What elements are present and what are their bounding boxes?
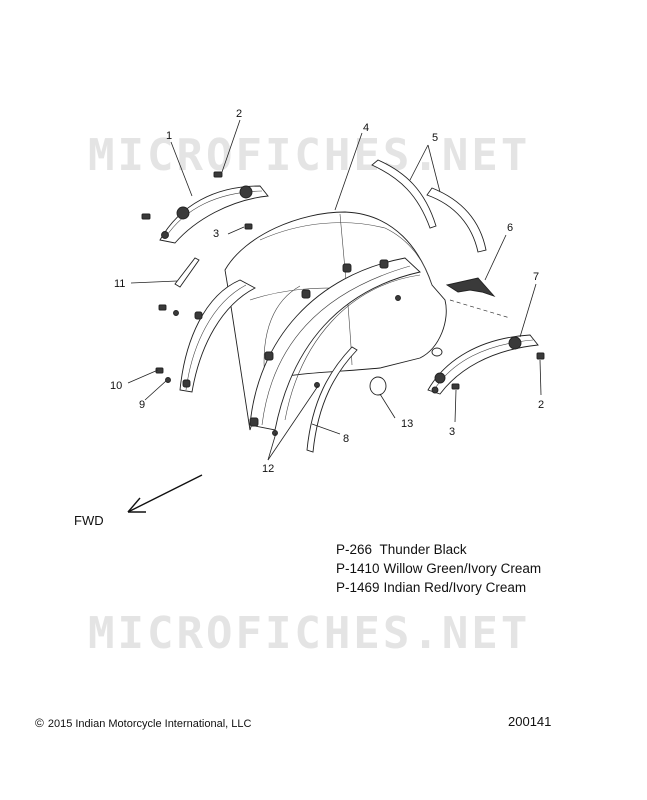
- callout-5: 5: [432, 132, 438, 144]
- diagram-number: 200141: [508, 714, 552, 729]
- callout-3-rear: 3: [449, 426, 455, 438]
- paint-name: Thunder Black: [379, 542, 467, 557]
- callout-9: 9: [139, 399, 145, 411]
- callout-8: 8: [343, 433, 349, 445]
- callout-7: 7: [533, 271, 539, 283]
- copyright-notice: ©2015 Indian Motorcycle International, L…: [35, 716, 251, 730]
- fender-inner-rail: [249, 257, 421, 436]
- watermark-bottom: MICROFICHES.NET: [88, 608, 530, 659]
- callout-4: 4: [363, 122, 369, 134]
- callout-2-rear: 2: [538, 399, 544, 411]
- fender-left-trim: [179, 279, 256, 393]
- copyright-text: 2015 Indian Motorcycle International, LL…: [47, 718, 252, 730]
- paint-name: Indian Red/Ivory Cream: [383, 580, 527, 595]
- callout-11: 11: [114, 278, 125, 290]
- part-5-trim-strips: [371, 159, 487, 253]
- fwd-label: FWD: [74, 513, 104, 528]
- callout-13: 13: [401, 418, 413, 430]
- fasteners: [141, 171, 545, 390]
- paint-code: P-1410: [336, 561, 380, 576]
- part-7-rear-rail: [427, 334, 539, 395]
- callout-3-front: 3: [213, 228, 219, 240]
- callout-12: 12: [262, 463, 274, 475]
- part-11-strip: [174, 257, 200, 288]
- paint-code-item: P-266 Thunder Black: [336, 540, 541, 559]
- part-1-front-rail: [159, 185, 269, 244]
- guide-line: [449, 299, 511, 319]
- paint-code: P-1469: [336, 580, 380, 595]
- watermark-top: MICROFICHES.NET: [88, 130, 530, 181]
- callout-2-front: 2: [236, 108, 242, 120]
- part-13-disc: [369, 376, 387, 396]
- callout-6: 6: [507, 222, 513, 234]
- callout-10: 10: [110, 380, 122, 392]
- paint-code: P-266: [336, 542, 373, 557]
- callout-1: 1: [166, 130, 172, 142]
- leader-lines: [127, 119, 542, 461]
- copyright-icon: ©: [35, 716, 44, 730]
- paint-name: Willow Green/Ivory Cream: [383, 561, 542, 576]
- part-6-badge: [445, 277, 496, 297]
- part-8-lower-strip: [306, 346, 358, 453]
- fwd-arrow-icon: [127, 474, 203, 513]
